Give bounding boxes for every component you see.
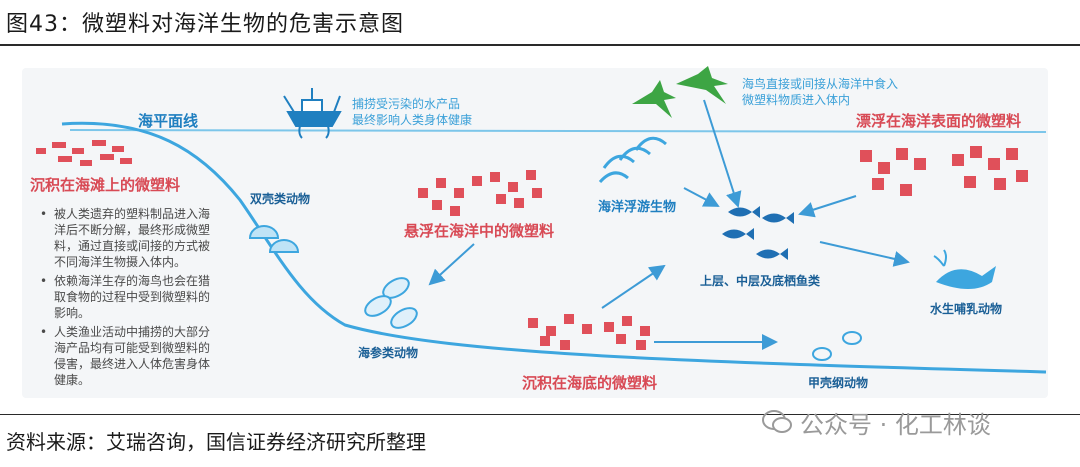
watermark: 公众号 · 化工林谈 [762, 404, 991, 440]
wechat-icon [762, 410, 792, 433]
seabird-note-line-1: 海鸟直接或间接从海洋中食入 [742, 77, 899, 91]
footer-rule [0, 414, 1080, 415]
fish-label: 上层、中层及底栖鱼类 [700, 274, 821, 288]
title-rule [0, 44, 1080, 46]
source-note: 资料来源：艾瑞咨询，国信证券经济研究所整理 [6, 430, 426, 454]
bivalve-icon [248, 225, 300, 253]
crustacean-label: 甲壳纲动物 [808, 376, 869, 390]
seabird-note-line-2: 微塑料物质进入体内 [742, 93, 851, 107]
seabird-icon [632, 66, 728, 118]
whale-icon [933, 249, 996, 289]
suspended-microplastics-label: 悬浮在海洋中的微塑料 [404, 222, 555, 240]
floating-microplastics-label: 漂浮在海洋表面的微塑料 [856, 112, 1022, 130]
seabird-note: 海鸟直接或间接从海洋中食入 微塑料物质进入体内 [742, 76, 898, 108]
beach-microplastics-label: 沉积在海滩上的微塑料 [30, 176, 181, 194]
fishing-note-line-2: 最终影响人类身体健康 [352, 113, 473, 127]
plankton-label: 海洋浮游生物 [598, 200, 677, 215]
fish-icon [722, 206, 794, 260]
flow-arrows [428, 99, 910, 350]
sea-level-label: 海平面线 [138, 112, 199, 130]
crab-icon [812, 331, 862, 361]
note-item: 人类渔业活动中捕捞的大部分海产品均有可能受到微塑料的侵害，最终进入人体危害身体健… [38, 324, 216, 388]
seabed-curve [61, 121, 1047, 374]
sea-level-line [69, 129, 1047, 133]
note-item: 被人类遗弃的塑料制品进入海洋后不断分解，最终形成微塑料，通过直接或间接的方式被不… [38, 206, 216, 270]
mammal-label: 水生哺乳动物 [930, 302, 1003, 316]
bivalves-label: 双壳类动物 [250, 192, 311, 206]
sea-cucumber-icon [364, 277, 418, 329]
seabed-microplastics [528, 314, 650, 350]
sea-cucumber-label: 海参类动物 [358, 346, 419, 360]
notes-list: 被人类遗弃的塑料制品进入海洋后不断分解，最终形成微塑料，通过直接或间接的方式被不… [38, 206, 216, 391]
seabed-microplastics-label: 沉积在海底的微塑料 [522, 374, 658, 392]
beach-microplastics [36, 140, 132, 166]
surface-microplastics [860, 146, 1028, 196]
watermark-text: 公众号 · 化工林谈 [800, 410, 991, 439]
fishing-note-line-1: 捕捞受污染的水产品 [352, 97, 461, 111]
fishing-note: 捕捞受污染的水产品 最终影响人类身体健康 [352, 96, 472, 128]
fishing-boat-icon [283, 88, 342, 139]
suspended-microplastics [418, 170, 542, 216]
note-item: 依赖海洋生存的海鸟也会在猎取食物的过程中受到微塑料的影响。 [38, 273, 216, 321]
plankton-shrimp-icon [598, 136, 667, 184]
figure-title: 图43：微塑料对海洋生物的危害示意图 [6, 12, 404, 37]
